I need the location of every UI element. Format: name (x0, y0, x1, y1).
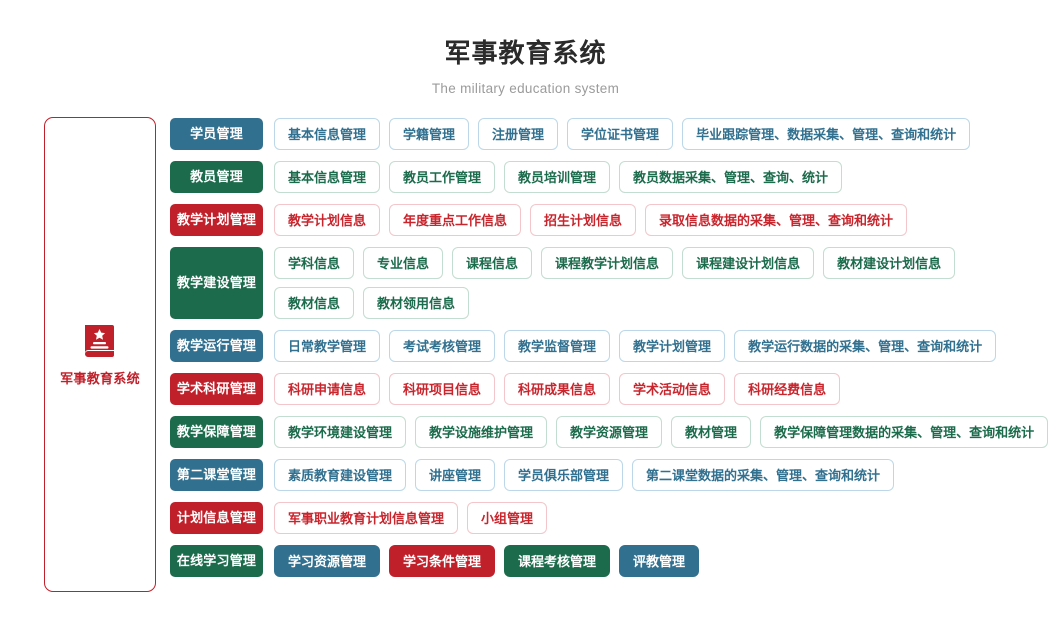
category-button[interactable]: 学员管理 (170, 118, 263, 151)
module-item-button[interactable]: 招生计划信息 (530, 204, 637, 237)
module-item-button[interactable]: 军事职业教育计划信息管理 (274, 502, 459, 535)
module-item-button[interactable]: 课程考核管理 (504, 545, 611, 578)
module-item-list: 科研申请信息科研项目信息科研成果信息学术活动信息科研经费信息 (274, 373, 841, 406)
module-row: 在线学习管理学习资源管理学习条件管理课程考核管理评教管理 (170, 545, 1048, 578)
content-area: 军事教育系统 学员管理基本信息管理学籍管理注册管理学位证书管理毕业跟踪管理、数据… (0, 117, 1051, 593)
module-item-button[interactable]: 科研申请信息 (274, 373, 381, 406)
module-row: 第二课堂管理素质教育建设管理讲座管理学员俱乐部管理第二课堂数据的采集、管理、查询… (170, 459, 1048, 492)
category-button[interactable]: 学术科研管理 (170, 373, 263, 406)
module-item-list: 素质教育建设管理讲座管理学员俱乐部管理第二课堂数据的采集、管理、查询和统计 (274, 459, 895, 492)
module-item-button[interactable]: 课程建设计划信息 (682, 247, 815, 280)
module-item-button[interactable]: 教材信息 (274, 287, 355, 320)
module-row: 教学运行管理日常教学管理考试考核管理教学监督管理教学计划管理教学运行数据的采集、… (170, 330, 1048, 363)
module-item-button[interactable]: 教员工作管理 (389, 161, 496, 194)
module-rows: 学员管理基本信息管理学籍管理注册管理学位证书管理毕业跟踪管理、数据采集、管理、查… (170, 117, 1049, 588)
module-item-button[interactable]: 第二课堂数据的采集、管理、查询和统计 (632, 459, 895, 492)
module-item-button[interactable]: 录取信息数据的采集、管理、查询和统计 (645, 204, 908, 237)
module-item-button[interactable]: 学位证书管理 (567, 118, 674, 151)
module-item-button[interactable]: 学习条件管理 (389, 545, 496, 578)
module-item-list: 日常教学管理考试考核管理教学监督管理教学计划管理教学运行数据的采集、管理、查询和… (274, 330, 997, 363)
system-panel[interactable]: 军事教育系统 (44, 117, 156, 593)
module-item-button[interactable]: 教员数据采集、管理、查询、统计 (619, 161, 843, 194)
module-item-button[interactable]: 学科信息 (274, 247, 355, 280)
module-item-list: 军事职业教育计划信息管理小组管理 (274, 502, 548, 535)
module-row: 学术科研管理科研申请信息科研项目信息科研成果信息学术活动信息科研经费信息 (170, 373, 1048, 406)
module-item-button[interactable]: 科研经费信息 (734, 373, 841, 406)
module-row: 教员管理基本信息管理教员工作管理教员培训管理教员数据采集、管理、查询、统计 (170, 161, 1048, 194)
module-item-button[interactable]: 学术活动信息 (619, 373, 726, 406)
module-item-button[interactable]: 基本信息管理 (274, 161, 381, 194)
module-item-button[interactable]: 教材领用信息 (363, 287, 470, 320)
category-button[interactable]: 教学计划管理 (170, 204, 263, 237)
module-item-button[interactable]: 学员俱乐部管理 (504, 459, 624, 492)
module-item-button[interactable]: 日常教学管理 (274, 330, 381, 363)
module-item-list: 教学计划信息年度重点工作信息招生计划信息录取信息数据的采集、管理、查询和统计 (274, 204, 908, 237)
module-item-button[interactable]: 教学运行数据的采集、管理、查询和统计 (734, 330, 997, 363)
module-item-button[interactable]: 专业信息 (363, 247, 444, 280)
module-item-button[interactable]: 年度重点工作信息 (389, 204, 522, 237)
module-row: 教学计划管理教学计划信息年度重点工作信息招生计划信息录取信息数据的采集、管理、查… (170, 204, 1048, 237)
category-button[interactable]: 教学建设管理 (170, 247, 263, 320)
page-header: 军事教育系统 The military education system (0, 0, 1051, 96)
category-button[interactable]: 教员管理 (170, 161, 263, 194)
module-item-button[interactable]: 教材管理 (671, 416, 752, 449)
module-item-button[interactable]: 教学保障管理数据的采集、管理、查询和统计 (760, 416, 1049, 449)
module-row: 学员管理基本信息管理学籍管理注册管理学位证书管理毕业跟踪管理、数据采集、管理、查… (170, 118, 1048, 151)
page-title: 军事教育系统 (444, 38, 607, 68)
module-item-button[interactable]: 科研成果信息 (504, 373, 611, 406)
module-item-button[interactable]: 课程教学计划信息 (541, 247, 674, 280)
module-item-button[interactable]: 注册管理 (478, 118, 559, 151)
module-item-button[interactable]: 讲座管理 (415, 459, 496, 492)
module-item-button[interactable]: 教学监督管理 (504, 330, 611, 363)
module-item-button[interactable]: 考试考核管理 (389, 330, 496, 363)
module-item-button[interactable]: 教学资源管理 (556, 416, 663, 449)
module-row: 教学保障管理教学环境建设管理教学设施维护管理教学资源管理教材管理教学保障管理数据… (170, 416, 1049, 449)
module-item-button[interactable]: 教材建设计划信息 (823, 247, 956, 280)
page-subtitle: The military education system (431, 81, 620, 97)
module-item-button[interactable]: 毕业跟踪管理、数据采集、管理、查询和统计 (682, 118, 971, 151)
module-item-button[interactable]: 教学设施维护管理 (415, 416, 548, 449)
category-button[interactable]: 在线学习管理 (170, 545, 263, 578)
module-item-button[interactable]: 基本信息管理 (274, 118, 381, 151)
category-button[interactable]: 教学运行管理 (170, 330, 263, 363)
module-item-button[interactable]: 小组管理 (467, 502, 548, 535)
module-row: 教学建设管理学科信息专业信息课程信息课程教学计划信息课程建设计划信息教材建设计划… (170, 247, 1048, 320)
module-item-button[interactable]: 评教管理 (619, 545, 700, 578)
module-item-button[interactable]: 课程信息 (452, 247, 533, 280)
module-item-button[interactable]: 科研项目信息 (389, 373, 496, 406)
module-item-button[interactable]: 教学计划管理 (619, 330, 726, 363)
book-icon (81, 323, 119, 359)
module-row: 计划信息管理军事职业教育计划信息管理小组管理 (170, 502, 1048, 535)
module-item-button[interactable]: 学习资源管理 (274, 545, 381, 578)
system-panel-label: 军事教育系统 (60, 370, 140, 386)
module-item-list: 学科信息专业信息课程信息课程教学计划信息课程建设计划信息教材建设计划信息教材信息… (274, 247, 974, 320)
category-button[interactable]: 第二课堂管理 (170, 459, 263, 492)
module-item-button[interactable]: 教学计划信息 (274, 204, 381, 237)
module-item-list: 基本信息管理教员工作管理教员培训管理教员数据采集、管理、查询、统计 (274, 161, 843, 194)
module-item-list: 教学环境建设管理教学设施维护管理教学资源管理教材管理教学保障管理数据的采集、管理… (274, 416, 1049, 449)
module-item-button[interactable]: 学籍管理 (389, 118, 470, 151)
category-button[interactable]: 计划信息管理 (170, 502, 263, 535)
module-item-button[interactable]: 素质教育建设管理 (274, 459, 407, 492)
category-button[interactable]: 教学保障管理 (170, 416, 263, 449)
module-item-button[interactable]: 教员培训管理 (504, 161, 611, 194)
module-item-list: 学习资源管理学习条件管理课程考核管理评教管理 (274, 545, 700, 578)
module-item-list: 基本信息管理学籍管理注册管理学位证书管理毕业跟踪管理、数据采集、管理、查询和统计 (274, 118, 971, 151)
module-item-button[interactable]: 教学环境建设管理 (274, 416, 407, 449)
